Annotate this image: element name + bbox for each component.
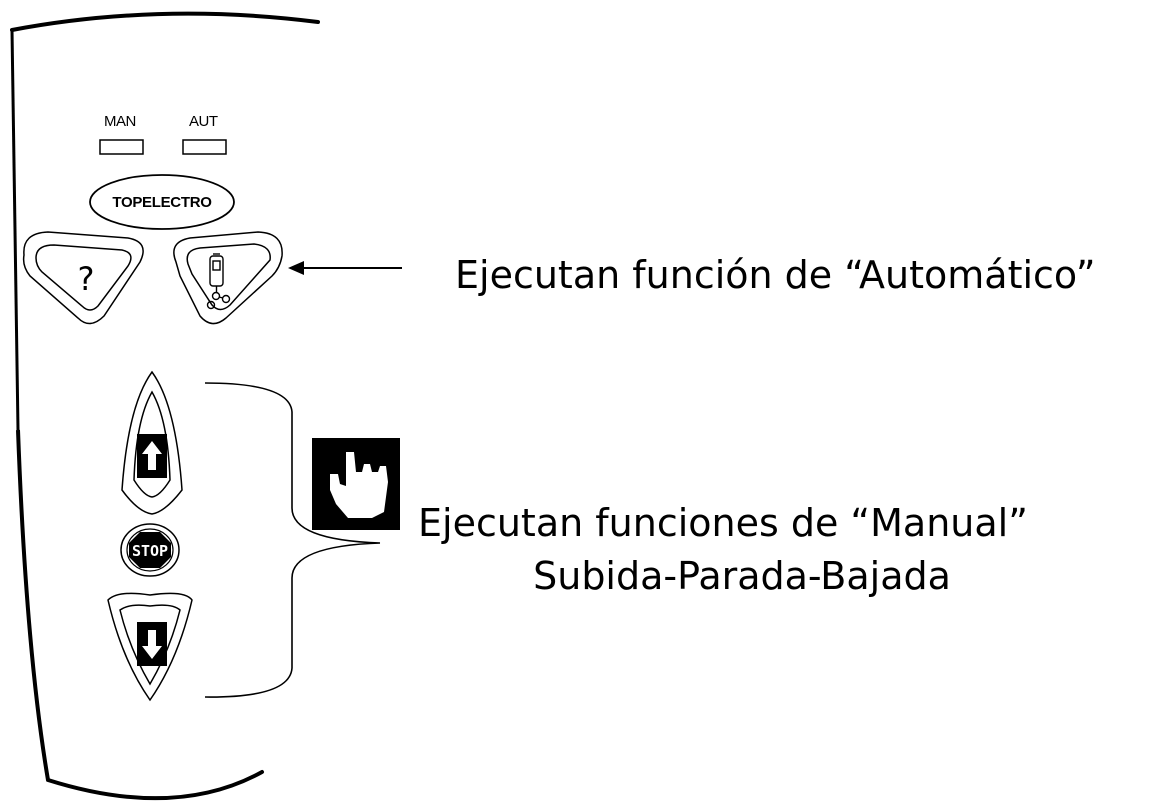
- arrow-down-icon: [142, 630, 162, 659]
- manual-buttons-bracket: [204, 382, 381, 698]
- help-button[interactable]: ?: [22, 231, 144, 325]
- led-man: [99, 139, 144, 155]
- indicator-man: MAN: [99, 113, 144, 155]
- pointing-hand-icon: [312, 438, 400, 530]
- brand-badge: TOPELECTRO: [89, 174, 235, 230]
- automatic-pointer-arrow: [288, 261, 402, 275]
- indicator-label-aut: AUT: [189, 113, 218, 130]
- brand-logo-text: TOPELECTRO: [112, 194, 212, 211]
- indicator-aut: AUT: [182, 113, 227, 155]
- automatic-button[interactable]: [173, 231, 283, 325]
- led-aut: [182, 139, 227, 155]
- stop-octagon-icon: [129, 532, 171, 568]
- annotation-automatic: Ejecutan función de “Automático”: [455, 253, 1096, 297]
- remote-body: [10, 11, 320, 801]
- annotation-manual-line2: Subida-Parada-Bajada: [533, 554, 951, 598]
- stop-button[interactable]: STOP: [120, 523, 180, 577]
- indicator-label-man: MAN: [104, 113, 136, 130]
- arrow-up-icon: [142, 441, 162, 470]
- pump-tank-icon: [206, 253, 231, 310]
- annotation-manual-line1: Ejecutan funciones de “Manual”: [418, 501, 1028, 545]
- question-mark-icon: ?: [78, 260, 95, 298]
- down-button[interactable]: [107, 592, 193, 702]
- stop-label: STOP: [132, 542, 168, 560]
- up-button[interactable]: [121, 370, 183, 515]
